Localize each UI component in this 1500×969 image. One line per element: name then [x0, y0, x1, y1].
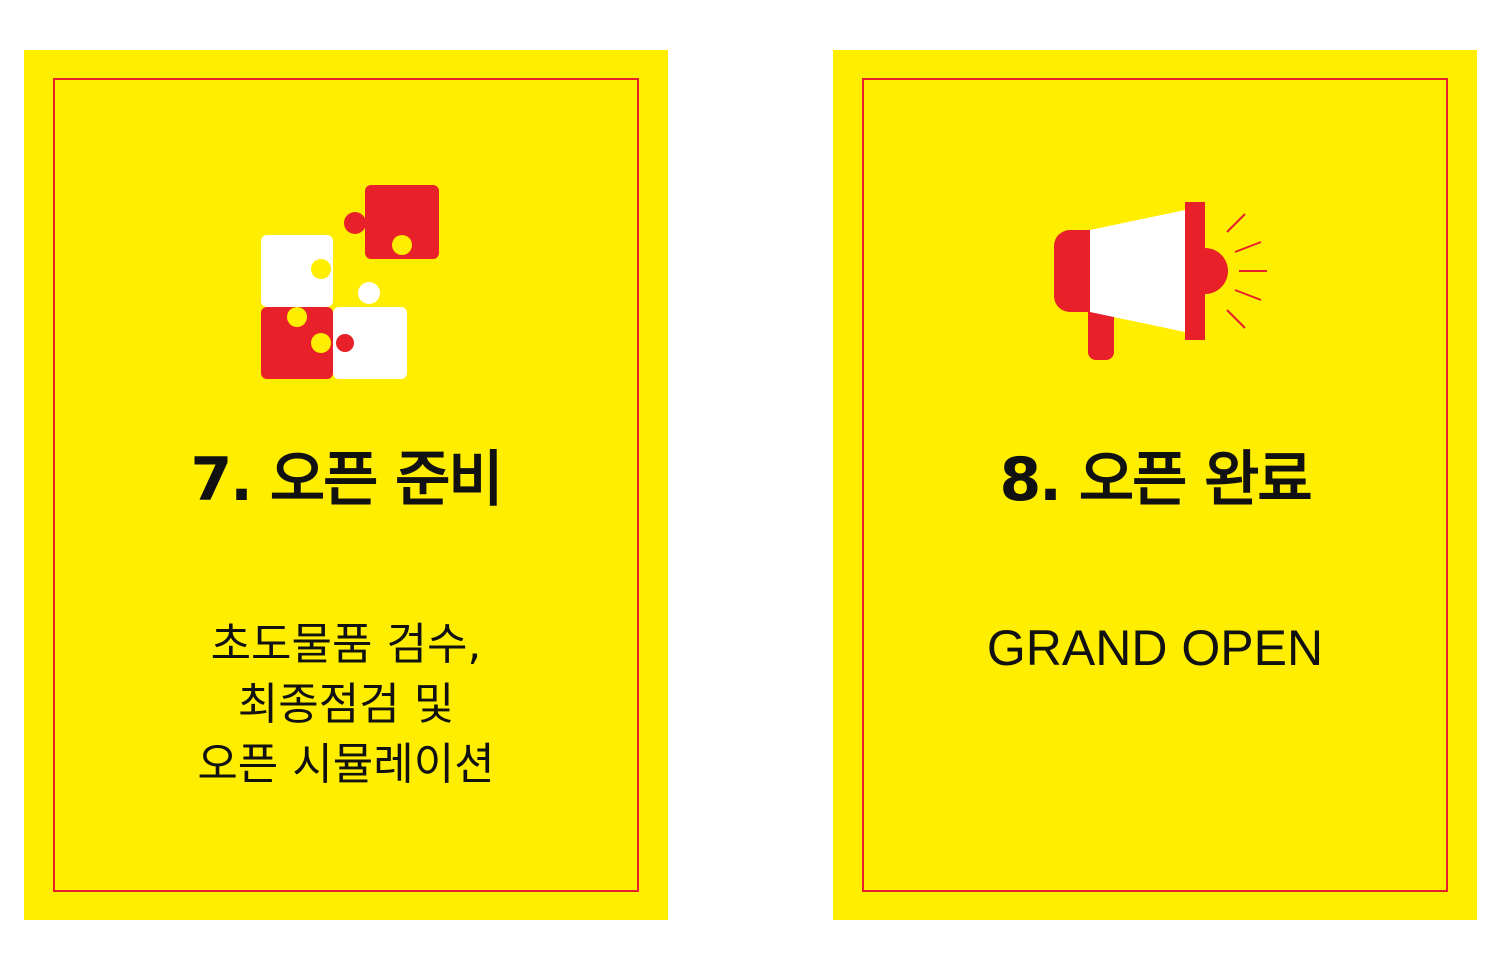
step-title: 8. 오픈 완료	[999, 445, 1312, 515]
step-description: GRAND OPEN	[833, 618, 1477, 678]
description-line: 최종점검 및	[237, 679, 455, 730]
description-line: 오픈 시뮬레이션	[197, 739, 495, 790]
puzzle-icon-graphic	[261, 185, 439, 379]
card-frame	[53, 78, 639, 892]
step-card-open-complete: 8. 오픈 완료 GRAND OPEN	[833, 50, 1477, 920]
megaphone-icon	[833, 180, 1477, 390]
step-description: 초도물품 검수, 최종점검 및 오픈 시뮬레이션	[24, 615, 668, 795]
description-line: 초도물품 검수,	[210, 619, 482, 670]
description-line: GRAND OPEN	[986, 620, 1324, 676]
card-frame	[862, 78, 1448, 892]
megaphone-icon-graphic	[1054, 202, 1267, 360]
puzzle-icon	[24, 180, 668, 390]
step-card-open-preparation: 7. 오픈 준비 초도물품 검수, 최종점검 및 오픈 시뮬레이션	[24, 50, 668, 920]
step-title: 7. 오픈 준비	[190, 445, 503, 515]
